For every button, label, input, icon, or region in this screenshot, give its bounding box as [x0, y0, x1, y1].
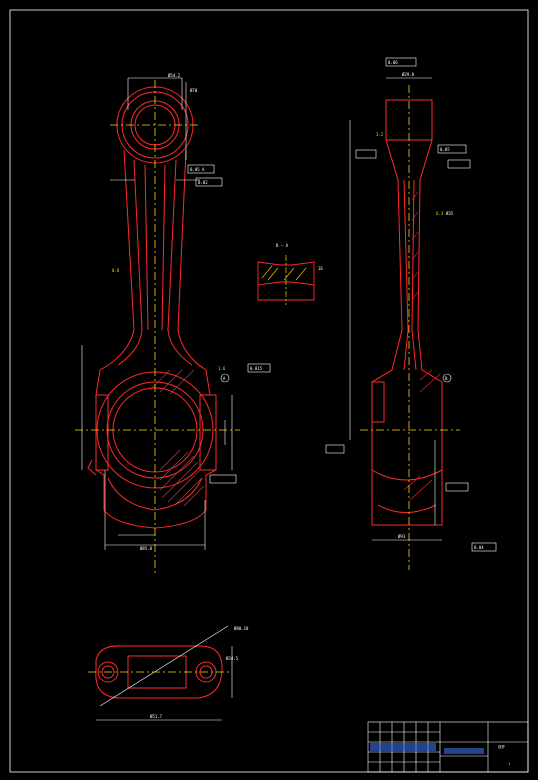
dim-top-height: Ø34.5	[226, 656, 239, 661]
side-tolerance-frames	[325, 57, 497, 552]
roughness-2: 1.6	[218, 366, 226, 371]
dim-bottom-width: Ø85.8	[140, 546, 153, 551]
tol-3: 0.015	[250, 366, 263, 371]
side-hatch	[403, 191, 441, 501]
tol-5: 0.05	[440, 147, 450, 152]
side-centerlines	[360, 85, 460, 570]
side-view	[371, 99, 443, 526]
roughness-1: 0.8	[112, 268, 120, 273]
dim-top-diag: Ø80.18	[234, 626, 249, 631]
front-dimensions	[81, 77, 233, 550]
tol-2: 0.02	[198, 180, 208, 185]
datum-mark-b: B	[445, 376, 448, 381]
section-label: B — A	[276, 243, 289, 248]
dim-section-width: 16	[318, 266, 323, 271]
dim-front-width: Ø54.2	[168, 73, 181, 78]
shank-outline	[95, 149, 135, 396]
front-view-hatch	[149, 369, 205, 507]
dim-small-end-top: Ø29.8	[402, 72, 415, 77]
tol-6: 0.04	[474, 545, 484, 550]
dim-shaft: Ø35	[446, 211, 454, 216]
tol-1: 0.05 A	[190, 167, 205, 172]
section-hatch	[261, 265, 307, 281]
title-block-title: 连杆	[498, 744, 506, 749]
dim-side-width: Ø93	[398, 534, 406, 539]
front-view	[87, 86, 217, 529]
front-centerlines	[75, 80, 240, 575]
roughness-3: 3.2	[376, 132, 384, 137]
dim-front-height: Ø70	[190, 88, 198, 93]
front-tolerance-frames	[187, 164, 271, 484]
title-block	[367, 721, 529, 773]
datum-mark-a: A	[223, 376, 226, 381]
drawing-frame	[9, 9, 529, 773]
tol-4: 0.06	[388, 60, 398, 65]
roughness-4: 6.3	[436, 211, 444, 216]
dim-top-length: Ø51.7	[150, 714, 163, 719]
title-block-sheet: 1	[508, 762, 510, 766]
title-block-fills	[370, 743, 484, 754]
top-view-dims	[96, 625, 233, 721]
side-dimensions	[349, 77, 442, 541]
